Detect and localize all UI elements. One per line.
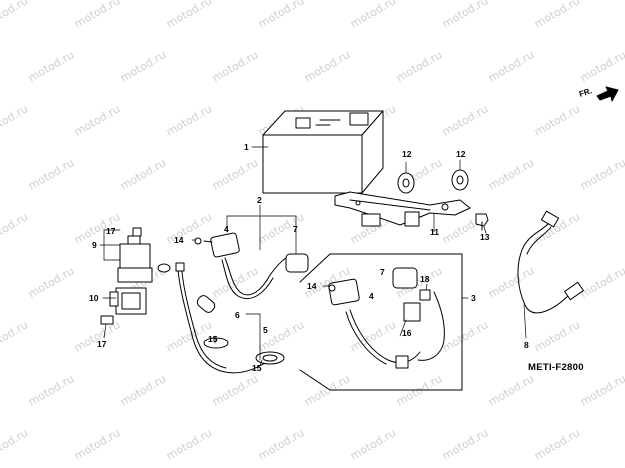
callout-4-lower: 4 — [369, 291, 374, 301]
sub-harness — [299, 253, 463, 391]
callout-8: 8 — [524, 340, 529, 350]
negative-cable — [175, 262, 285, 374]
rubber-mount-right — [451, 169, 469, 191]
callout-10: 10 — [89, 293, 99, 303]
callout-9: 9 — [92, 240, 97, 250]
bolt — [475, 213, 489, 231]
ground-cable — [517, 210, 584, 314]
positive-cable — [194, 232, 309, 300]
callout-6: 6 — [235, 310, 240, 320]
relay-holder — [109, 287, 147, 315]
callout-4-upper: 4 — [224, 224, 229, 234]
leader-lines — [99, 146, 527, 367]
callout-12-right: 12 — [456, 149, 466, 159]
callout-17-upper: 17 — [106, 226, 116, 236]
callout-5: 5 — [263, 325, 268, 335]
callout-11: 11 — [430, 227, 439, 237]
callout-18: 18 — [420, 274, 430, 284]
callout-labels: 1 2 3 4 4 5 6 7 7 8 9 10 11 12 12 13 14 … — [89, 142, 529, 373]
callout-13: 13 — [480, 232, 490, 242]
callout-7-lower: 7 — [380, 267, 385, 277]
clip — [100, 315, 114, 325]
callout-12-left: 12 — [402, 149, 412, 159]
callout-15-upper: 15 — [208, 334, 218, 344]
callout-15-lower: 15 — [252, 363, 262, 373]
battery — [262, 110, 384, 194]
callout-1: 1 — [244, 142, 249, 152]
grommet — [157, 263, 171, 273]
callout-14-upper: 14 — [174, 235, 184, 245]
rubber-mount-left — [397, 172, 415, 194]
callout-7-upper: 7 — [293, 224, 298, 234]
callout-14-lower: 14 — [307, 281, 317, 291]
callout-17-lower: 17 — [97, 339, 107, 349]
battery-bracket — [334, 191, 471, 227]
front-direction-arrow — [596, 86, 619, 102]
callout-3: 3 — [471, 293, 476, 303]
callout-2: 2 — [257, 195, 262, 205]
starter-relay — [117, 227, 153, 283]
diagram-code: METI-F2800 — [528, 362, 584, 373]
callout-16: 16 — [402, 328, 412, 338]
